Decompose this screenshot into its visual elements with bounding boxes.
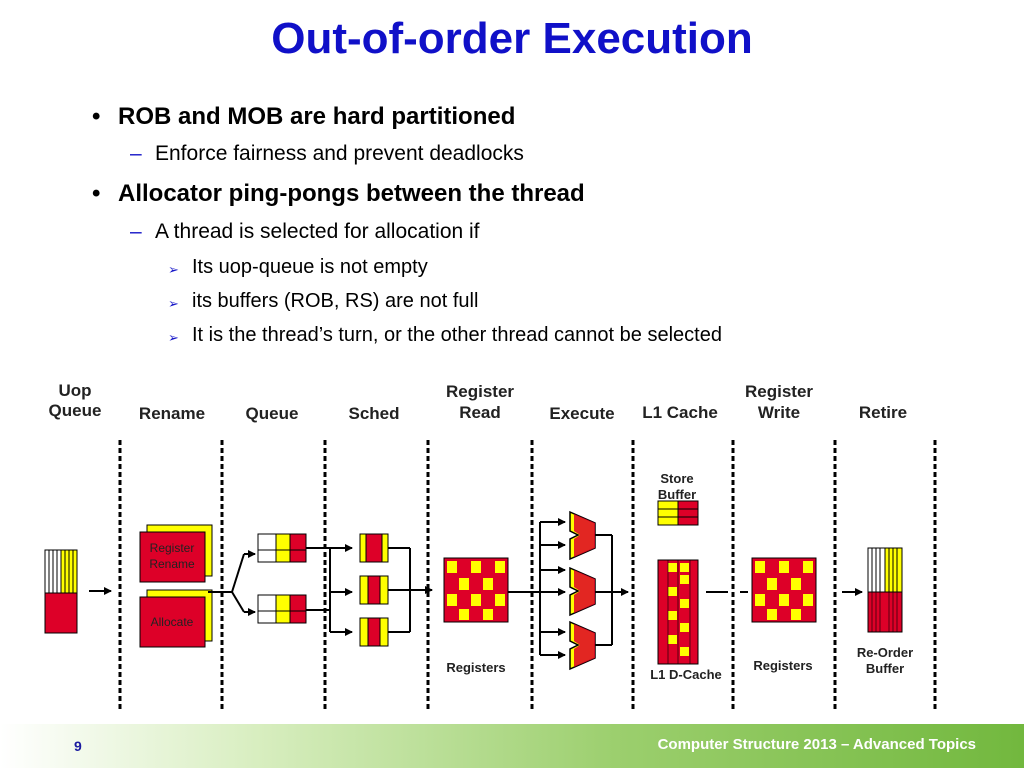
stage-separators (118, 440, 937, 712)
arrow-bullet-icon: ➢ (168, 296, 179, 311)
register-file-write (751, 557, 817, 623)
allocate-block (139, 589, 213, 648)
sched-to-regread-lines (388, 547, 433, 633)
stage-retire: Retire (859, 403, 907, 422)
dash-marker: – (130, 220, 142, 243)
registers-read-label: Registers (446, 660, 505, 675)
bullet-2: Allocator ping-pongs between the thread (118, 180, 585, 207)
stage-queue: Queue (246, 404, 299, 423)
queue-to-sched-lines (306, 544, 353, 636)
store-buffer-label-line1: Store (660, 471, 693, 486)
reorder-buffer-label-line1: Re-Order (857, 645, 913, 660)
stage-l1-cache: L1 Cache (642, 403, 718, 422)
bullet-1: ROB and MOB are hard partitioned (118, 103, 516, 130)
bullet-marker: • (92, 180, 101, 207)
register-rename-label-line2: Rename (149, 557, 195, 571)
stage-register-read-line1: Register (446, 382, 514, 401)
stage-sched: Sched (348, 404, 399, 423)
queue-block-1 (257, 533, 307, 563)
footer-text: Computer Structure 2013 – Advanced Topic… (657, 736, 976, 753)
queue-block-2 (257, 594, 307, 624)
register-rename-block (139, 524, 213, 583)
bullet-2-1-2: its buffers (ROB, RS) are not full (192, 290, 479, 312)
registers-write-label: Registers (753, 658, 812, 673)
store-buffer-block (657, 500, 699, 526)
register-rename-label-line1: Register (150, 541, 195, 555)
allocate-label: Allocate (151, 615, 194, 629)
page-number: 9 (74, 738, 82, 754)
fork-lines (231, 550, 256, 616)
uop-queue-block (44, 549, 78, 634)
bullet-list: • ROB and MOB are hard partitioned – Enf… (0, 0, 1024, 360)
stage-register-write-line1: Register (745, 382, 813, 401)
alu-units (569, 510, 596, 671)
bullet-1-1: Enforce fairness and prevent deadlocks (155, 142, 524, 165)
scheduler-blocks (359, 533, 389, 647)
stage-uop-queue-line1: Uop (58, 381, 91, 400)
stage-uop-queue-line2: Queue (49, 401, 102, 420)
bullet-2-1-3: It is the thread’s turn, or the other th… (192, 324, 722, 346)
stage-register-write-line2: Write (758, 403, 800, 422)
store-buffer-label-line2: Buffer (658, 487, 696, 502)
stage-execute: Execute (549, 404, 614, 423)
l1-dcache-label: L1 D-Cache (650, 667, 722, 682)
slide-title: Out-of-order Execution (271, 14, 753, 63)
dash-marker: – (130, 142, 142, 165)
bullet-marker: • (92, 103, 101, 130)
reorder-buffer-block (867, 547, 903, 633)
arrow-bullet-icon: ➢ (168, 262, 179, 277)
execute-output-lines (595, 534, 629, 646)
stage-register-read-line2: Read (459, 403, 501, 422)
bullet-2-1: A thread is selected for allocation if (155, 220, 480, 243)
regread-to-execute-lines (508, 518, 566, 659)
pipeline-diagram: Uop Queue Rename Queue Sched Register Re… (44, 381, 937, 712)
register-file-read (443, 557, 509, 623)
l1-dcache-block (657, 559, 699, 665)
arrow-bullet-icon: ➢ (168, 330, 179, 345)
footer-bar: 9 Computer Structure 2013 – Advanced Top… (0, 724, 1024, 768)
stage-rename: Rename (139, 404, 205, 423)
bullet-2-1-1: Its uop-queue is not empty (192, 256, 428, 278)
reorder-buffer-label-line2: Buffer (866, 661, 904, 676)
